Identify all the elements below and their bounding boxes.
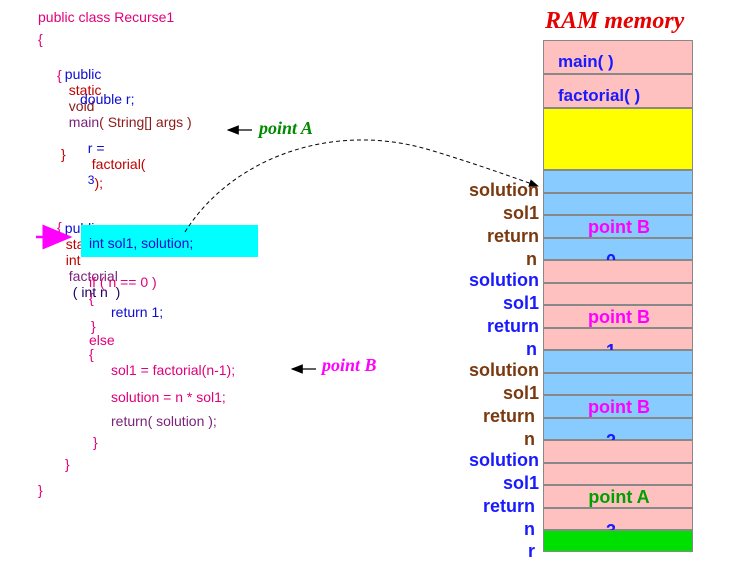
memory-slot xyxy=(543,530,693,552)
class-declaration: public class Recurse1 xyxy=(38,9,175,25)
else-open-brace: { xyxy=(89,346,94,362)
main-method-name: main xyxy=(68,114,100,130)
memory-label: sol1 xyxy=(502,383,539,403)
memory-label: r xyxy=(527,541,535,561)
memory-title: RAM memory xyxy=(545,8,685,34)
memory-label: solution xyxy=(469,180,539,200)
else-keyword: else xyxy=(89,332,115,348)
factorial-open-brace: { xyxy=(57,219,62,235)
memory-slot: factorial( ) xyxy=(543,74,693,108)
memory-slot-value: point B xyxy=(588,217,650,237)
factorial-params: ( int n ) xyxy=(72,284,121,300)
memory-slot: main( ) xyxy=(543,40,693,74)
memory-label: sol1 xyxy=(502,473,539,493)
memory-slot xyxy=(543,170,693,193)
factorial-method-name: factorial xyxy=(68,268,118,284)
memory-label: return xyxy=(482,406,535,426)
memory-label: return xyxy=(486,316,539,336)
main-void-keyword: void xyxy=(68,98,95,114)
memory-slot: 0 xyxy=(543,238,693,271)
local-declaration: int sol1, solution; xyxy=(89,235,194,251)
memory-slot xyxy=(543,373,693,395)
main-static-keyword: static xyxy=(68,82,102,98)
memory-slot: point B xyxy=(543,305,693,328)
memory-label: sol1 xyxy=(502,293,539,313)
memory-slot: point A xyxy=(543,485,693,508)
point-b-annotation: point B xyxy=(322,355,377,375)
main-signature: public static void main( String[] args ) xyxy=(57,50,192,130)
memory-slot-value: point B xyxy=(588,397,650,417)
memory-label: solution xyxy=(469,450,539,470)
memory-slot xyxy=(543,108,693,170)
solution-statement: solution = n * sol1; xyxy=(111,389,226,405)
memory-slot xyxy=(543,440,693,463)
return-solution-statement: return( solution ); xyxy=(111,413,217,429)
return-one-statement: return 1; xyxy=(111,304,164,320)
assign-r-lhs: r = xyxy=(87,140,105,156)
factorial-close-brace: } xyxy=(65,456,70,472)
class-open-brace: { xyxy=(38,31,43,47)
point-a-annotation: point A xyxy=(259,118,313,138)
memory-label: return xyxy=(482,496,535,516)
main-params: ( String[] args ) xyxy=(99,114,192,130)
main-public-keyword: public xyxy=(64,66,102,82)
memory-label: n xyxy=(526,339,537,359)
memory-slot-value: main( ) xyxy=(558,52,614,71)
memory-slot xyxy=(543,260,693,283)
if-statement: if ( n == 0 ) xyxy=(89,274,157,290)
class-close-brace: } xyxy=(38,482,43,498)
memory-label: return xyxy=(486,226,539,246)
double-r-declaration: double r; xyxy=(80,91,135,107)
else-close-brace: } xyxy=(93,434,98,450)
memory-slot-value: point B xyxy=(588,307,650,327)
memory-label: n xyxy=(524,519,535,539)
memory-slot-value: point A xyxy=(588,487,650,507)
memory-slot: point B xyxy=(543,215,693,238)
memory-label: n xyxy=(526,249,537,269)
memory-label: solution xyxy=(469,360,539,380)
memory-slot xyxy=(543,193,693,215)
memory-slot xyxy=(543,350,693,373)
memory-label: n xyxy=(524,429,535,449)
if-open-brace: { xyxy=(89,290,94,306)
memory-label: solution xyxy=(469,270,539,290)
assign-r-statement: r = factorial( 3); xyxy=(80,124,146,191)
memory-slot-value: factorial( ) xyxy=(558,86,641,105)
memory-label: sol1 xyxy=(502,203,539,223)
memory-slot: point B xyxy=(543,395,693,418)
main-open-brace: { xyxy=(57,67,62,83)
memory-slot: 1 xyxy=(543,328,693,361)
factorial-int-keyword: int xyxy=(65,252,81,268)
assign-arg: 3 xyxy=(87,173,95,187)
if-close-brace: } xyxy=(91,318,96,334)
assign-factorial-call: factorial( xyxy=(91,156,146,172)
memory-slot xyxy=(543,463,693,485)
memory-slot: 2 xyxy=(543,418,693,451)
assign-end: ); xyxy=(94,175,104,191)
memory-slot xyxy=(543,283,693,305)
memory-slot: 3 xyxy=(543,508,693,541)
main-close-brace: } xyxy=(61,146,66,162)
sol1-statement: sol1 = factorial(n-1); xyxy=(111,362,236,378)
